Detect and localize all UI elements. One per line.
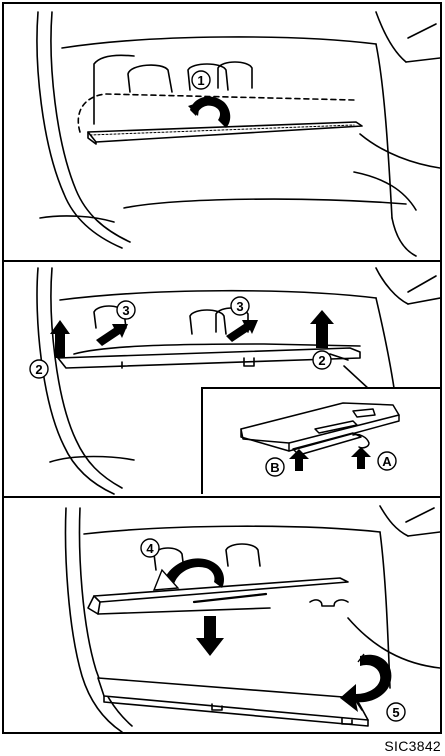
step-3-right-label: 3: [236, 299, 243, 314]
arrow-up-icon: [351, 447, 371, 469]
panel-1-drawing: 1: [4, 4, 440, 260]
arrow-curved-icon: [340, 655, 391, 712]
arrow-curved-icon: [96, 324, 128, 346]
panel-2: 3 3 2 2: [4, 262, 440, 496]
step-5-label: 5: [392, 705, 399, 720]
label-a: A: [382, 454, 392, 469]
arrow-up-icon: [310, 310, 334, 348]
step-1-label: 1: [197, 73, 204, 88]
detail-inset: B A: [201, 387, 440, 494]
step-3-left-label: 3: [122, 303, 129, 318]
arrow-down-icon: [196, 616, 224, 656]
panel-3: 4 5: [4, 498, 440, 732]
step-2-right-label: 2: [318, 353, 325, 368]
step-2-left-label: 2: [35, 362, 42, 377]
panel-1: 1: [4, 4, 440, 260]
inset-drawing: B A: [203, 389, 440, 494]
figure-code: SIC3842: [384, 738, 441, 754]
arrow-curved-icon: [226, 320, 258, 342]
figure-frame: 1: [2, 2, 442, 734]
label-b: B: [270, 460, 279, 475]
step-4-label: 4: [146, 541, 154, 556]
panel-3-drawing: 4 5: [4, 498, 440, 732]
